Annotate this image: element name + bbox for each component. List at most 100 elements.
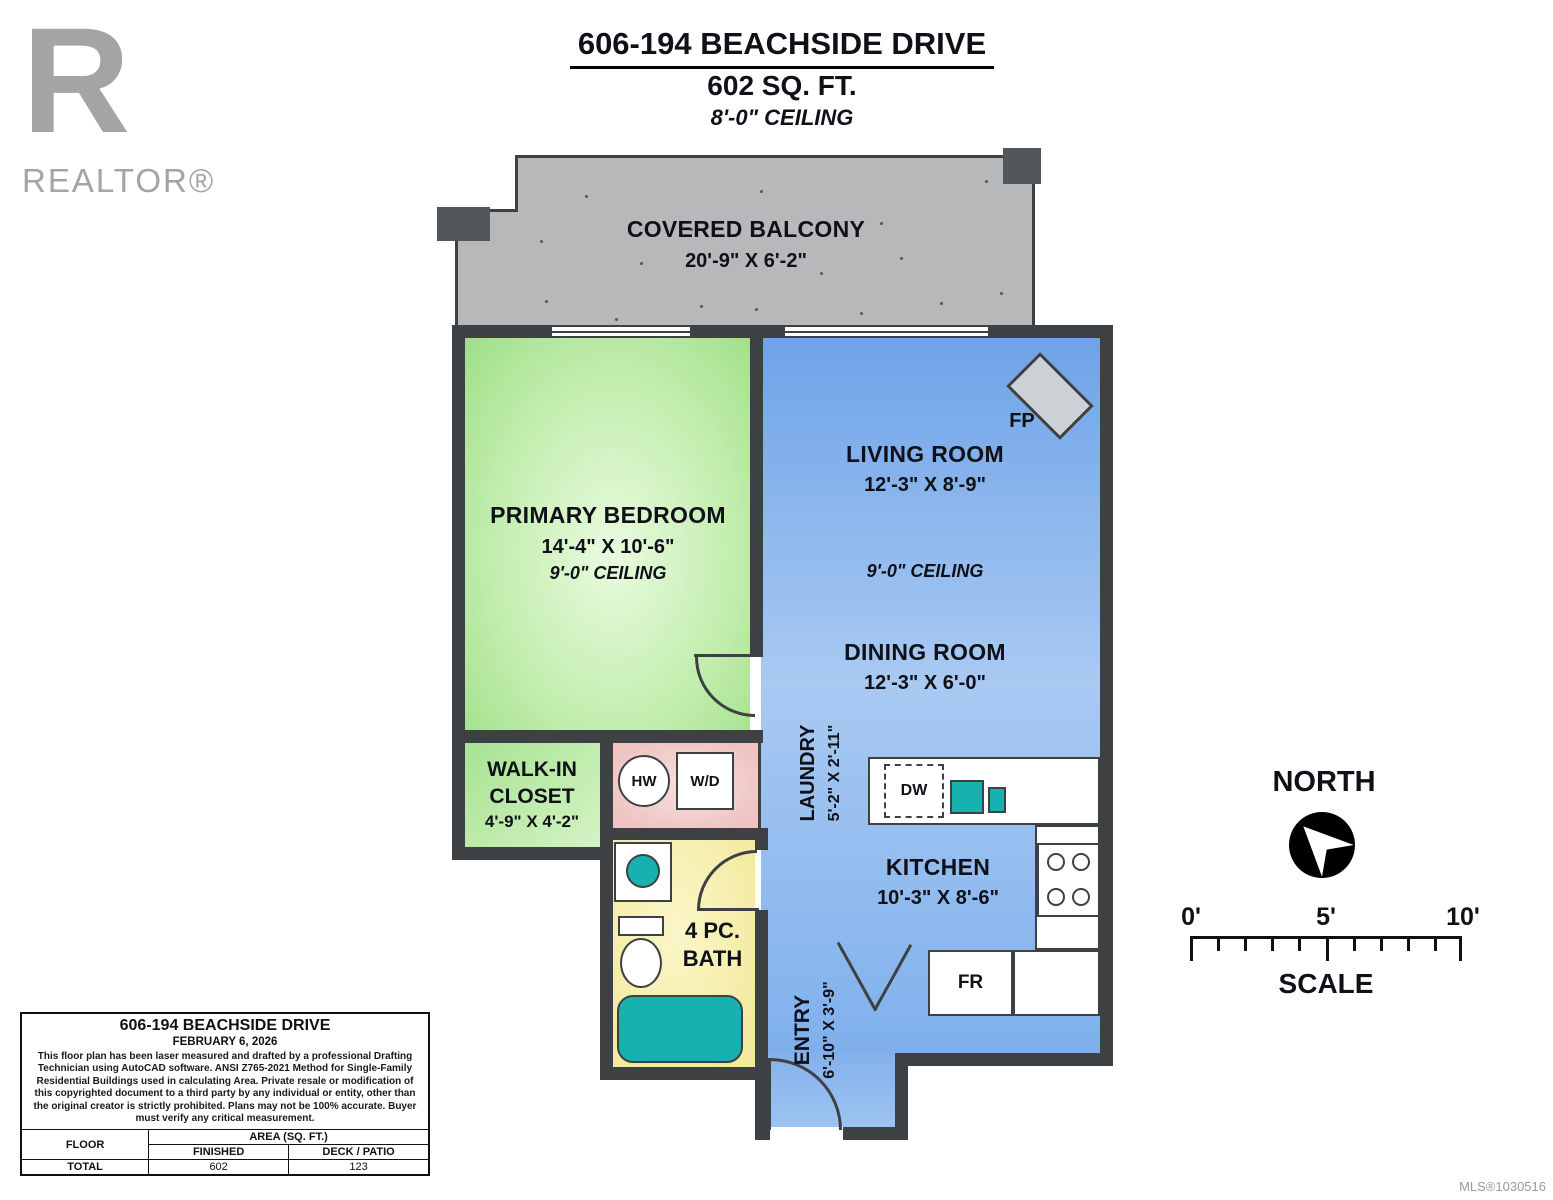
bathtub [617, 995, 743, 1063]
stove [1037, 843, 1100, 917]
dining-room-label: DINING ROOM [844, 639, 1006, 665]
balcony-label: COVERED BALCONY [626, 216, 866, 242]
wall-segment [452, 847, 612, 860]
bath-label-line1: 4 PC. [684, 918, 741, 943]
area-table-finished-header: FINISHED [148, 1144, 290, 1160]
north-label: NORTH [1272, 766, 1376, 798]
stove-burner-icon [1072, 888, 1090, 906]
wall-segment [843, 1127, 908, 1140]
entry-door-leaf [768, 1058, 771, 1130]
hot-water-label: HW [631, 772, 657, 790]
compass-needle-icon [1275, 798, 1368, 891]
wall-segment [612, 828, 758, 840]
living-room-label: LIVING ROOM [846, 441, 1004, 467]
scale-tick-0-label: 0' [1181, 903, 1201, 931]
dishwasher-label: DW [900, 782, 928, 799]
kitchen-dims: 10'-3" X 8'-6" [877, 887, 999, 909]
wall-segment [452, 325, 465, 860]
wall-segment [755, 1127, 770, 1140]
realtor-logo-wordmark: REALTOR® [22, 161, 216, 199]
washer-dryer-label: W/D [690, 772, 720, 790]
wall-segment [988, 325, 1113, 338]
bath-label-block: 4 PC. BATH [640, 917, 785, 973]
scale-label: SCALE [1278, 968, 1374, 999]
closet-label-line2: CLOSET [489, 785, 575, 808]
area-table-area-header: AREA (SQ. FT.) [148, 1129, 429, 1145]
info-disclaimer: This floor plan has been laser measured … [33, 1051, 417, 1125]
area-table: FLOOR AREA (SQ. FT.) FINISHED DECK / PAT… [20, 1129, 429, 1175]
wall-segment [750, 338, 763, 657]
area-table-deck-header: DECK / PATIO [288, 1144, 429, 1160]
area-table-total-label: TOTAL [20, 1159, 150, 1175]
wall-segment [1100, 338, 1113, 1065]
area-table-deck-value: 123 [288, 1159, 429, 1175]
balcony-texture-dots [0, 0, 3, 3]
balcony-area [517, 158, 1032, 326]
laundry-door-line [758, 743, 761, 830]
dishwasher: DW [884, 764, 944, 818]
entry-dims: 6'-10" X 3'-9" [821, 981, 838, 1079]
balcony-rail [1032, 155, 1035, 326]
wall-segment [755, 828, 768, 850]
balcony-dims: 20'-9" X 6'-2" [685, 250, 807, 272]
balcony-rail [515, 155, 518, 212]
bedroom-window [552, 325, 690, 338]
area-table-floor-header: FLOOR [20, 1129, 150, 1160]
fridge-label: FR [957, 972, 984, 993]
page-title-text: 606-194 BEACHSIDE DRIVE [569, 24, 995, 70]
wall-segment [452, 325, 552, 338]
bedroom-label: PRIMARY BEDROOM [490, 502, 726, 528]
living-room-dims: 12'-3" X 8'-9" [864, 474, 986, 496]
stove-burner-icon [1047, 888, 1065, 906]
compass-icon [1289, 812, 1355, 878]
kitchen-sink-small [988, 787, 1006, 813]
fridge: FR [928, 950, 1013, 1016]
toilet-bowl [620, 938, 662, 988]
washer-dryer: W/D [676, 752, 734, 810]
balcony-door-window [785, 325, 988, 338]
main-ceiling-label: 9'-0" CEILING [866, 561, 984, 581]
closet-label-block: WALK-IN CLOSET 4'-9" X 4'-2" [462, 756, 602, 834]
hot-water-tank: HW [618, 755, 670, 807]
kitchen-label: KITCHEN [885, 854, 991, 880]
kitchen-counter-bottom [1013, 950, 1100, 1016]
kitchen-sink [950, 780, 984, 814]
laundry-label-block: LAUNDRY 5'-2" X 2'-11" [789, 683, 851, 863]
wall-segment [600, 730, 613, 1080]
entry-label: ENTRY [791, 994, 814, 1066]
wall-segment [755, 1080, 768, 1140]
laundry-dims: 5'-2" X 2'-11" [826, 724, 843, 822]
balcony-post [437, 207, 490, 241]
closet-label-line1: WALK-IN [487, 758, 577, 781]
bath-sink [626, 854, 660, 888]
wall-segment [895, 1066, 908, 1140]
scale-tick-10-label: 10' [1446, 903, 1480, 931]
scale-tick-5-label: 5' [1316, 903, 1336, 931]
wall-segment [690, 325, 785, 338]
bath-label-line2: BATH [682, 946, 743, 971]
realtor-logo-icon: R [22, 0, 131, 164]
area-table-finished-value: 602 [148, 1159, 290, 1175]
page-area: 602 SQ. FT. [707, 70, 857, 101]
realtor-logo: R REALTOR® [22, 0, 216, 200]
plan-info-box: 606-194 BEACHSIDE DRIVE FEBRUARY 6, 2026… [20, 1012, 430, 1176]
closet-dims: 4'-9" X 4'-2" [484, 812, 580, 831]
wall-segment [895, 1053, 1113, 1066]
bedroom-dims: 14'-4" X 10'-6" [541, 536, 675, 558]
wall-segment [755, 910, 768, 1080]
stove-burner-icon [1047, 853, 1065, 871]
fireplace-label: FP [1009, 410, 1035, 432]
mls-number: MLS®1030516 [1459, 1179, 1546, 1194]
walkin-closet-area [465, 743, 600, 847]
info-date: FEBRUARY 6, 2026 [172, 1036, 278, 1048]
bedroom-door-leaf [694, 654, 756, 657]
balcony-rail [515, 155, 1035, 158]
dining-room-dims: 12'-3" X 6'-0" [864, 672, 986, 694]
bedroom-ceiling: 9'-0" CEILING [549, 563, 667, 583]
balcony-post [1003, 148, 1041, 184]
info-title: 606-194 BEACHSIDE DRIVE [119, 1017, 331, 1034]
toilet-tank [618, 916, 664, 936]
page-title: 606-194 BEACHSIDE DRIVE [432, 24, 1132, 70]
entry-label-block: ENTRY 6'-10" X 3'-9" [784, 940, 846, 1120]
